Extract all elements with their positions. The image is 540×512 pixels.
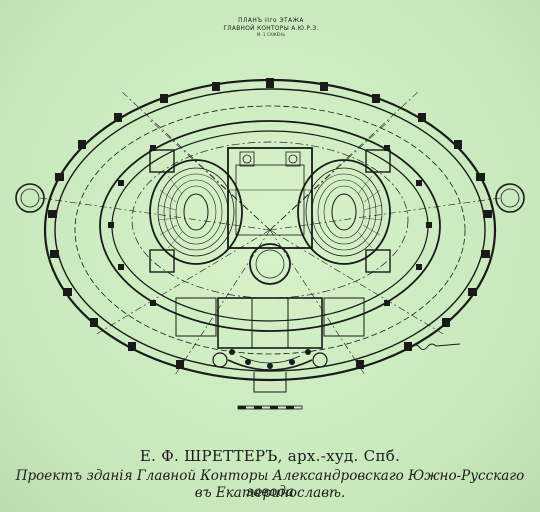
inner-ring-outer — [99, 120, 441, 332]
central-block — [227, 147, 313, 285]
left-seating-lines — [157, 175, 183, 249]
inner-ring-inner — [111, 130, 429, 322]
outer-wall-inner — [54, 88, 486, 372]
caption-line-1: Проектъ зданія Главной Конторы Александр… — [15, 468, 525, 500]
architect-signature — [409, 343, 461, 351]
right-amphitheatre — [297, 159, 391, 265]
plan-title-line-3: М. 1 САЖЕНЬ — [256, 33, 286, 38]
right-seating-lines — [357, 175, 383, 249]
portico-columns — [229, 349, 311, 369]
radial-axes — [39, 89, 501, 376]
gallery-dashed-line — [74, 105, 466, 355]
plan-title-block: ПЛАНЪ IIго ЭТАЖА ГЛАВНОЙ КОНТОРЫ А.Ю.Р.З… — [196, 16, 346, 40]
inner-piers — [108, 145, 432, 306]
left-amphitheatre — [149, 159, 243, 265]
author-line: Е. Ф. ШРЕТТЕРЪ, арх.-худ. Спб. — [139, 447, 401, 465]
entrance-portico — [212, 352, 328, 393]
stair-blocks — [149, 149, 391, 273]
plan-title-line-2: ГЛАВНОЙ КОНТОРЫ А.Ю.Р.З. — [223, 24, 319, 32]
side-bays — [15, 183, 525, 213]
scale-bar — [237, 405, 303, 410]
caption-line-2: въ Екатеринославѣ. — [194, 485, 346, 501]
outer-piers — [48, 78, 492, 369]
lower-rooms — [175, 297, 365, 349]
plan-title-line-1: ПЛАНЪ IIго ЭТАЖА — [238, 16, 304, 24]
